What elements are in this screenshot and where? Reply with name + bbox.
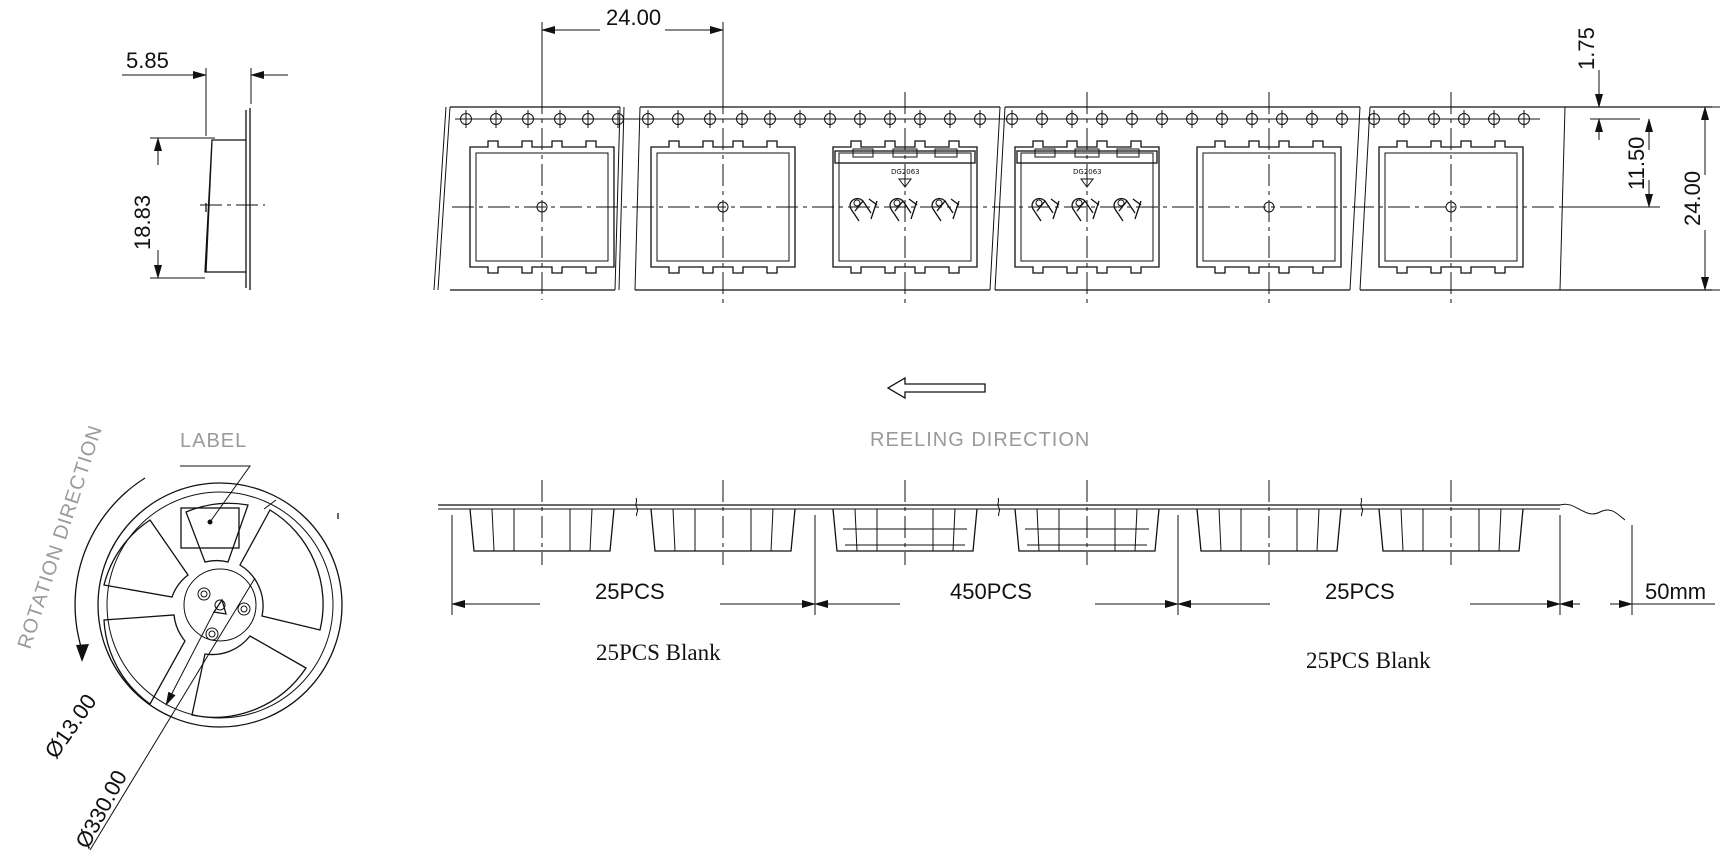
reel-label-box bbox=[180, 507, 240, 549]
segment-dimensions: 25PCS 450PCS 25PCS 50mm 25PCS Blank 25PC… bbox=[451, 579, 1715, 673]
height-dimension: 18.83 bbox=[130, 195, 155, 250]
reel-label-text: LABEL bbox=[180, 430, 247, 452]
tape-side-view bbox=[438, 480, 1633, 615]
reeling-direction-label: REELING DIRECTION bbox=[870, 429, 1090, 451]
center-dimension: 11.50 bbox=[1624, 137, 1649, 190]
tape-top-view: DG2063 DG2063 24.00 bbox=[433, 5, 1720, 305]
side-view: 5.85 18.83 bbox=[122, 48, 288, 290]
tape-width-dimension: 24.00 bbox=[1680, 171, 1705, 226]
trailer-count: 25PCS bbox=[1325, 579, 1395, 604]
reel-outer-rim bbox=[97, 482, 343, 728]
hole-offset-dimension: 1.75 bbox=[1574, 27, 1599, 70]
side-view-body bbox=[204, 108, 251, 290]
parts-count: 450PCS bbox=[950, 579, 1032, 604]
trailer-note: 25PCS Blank bbox=[1306, 648, 1431, 673]
reeling-arrow bbox=[886, 376, 986, 400]
end-length: 50mm bbox=[1645, 579, 1706, 604]
pitch-dimension: 24.00 bbox=[606, 5, 661, 30]
leader-count: 25PCS bbox=[595, 579, 665, 604]
leader-note: 25PCS Blank bbox=[596, 640, 721, 665]
reel-view: LABEL ROTATION DIRECTION Ø13.00 Ø330.00 bbox=[14, 422, 343, 852]
rotation-direction-text: ROTATION DIRECTION bbox=[14, 422, 107, 651]
depth-dimension: 5.85 bbox=[126, 48, 169, 73]
reel-diameter-dimension: Ø330.00 bbox=[70, 766, 132, 852]
reeling-direction: REELING DIRECTION bbox=[870, 376, 1090, 451]
hub-diameter-dimension: Ø13.00 bbox=[40, 689, 102, 762]
